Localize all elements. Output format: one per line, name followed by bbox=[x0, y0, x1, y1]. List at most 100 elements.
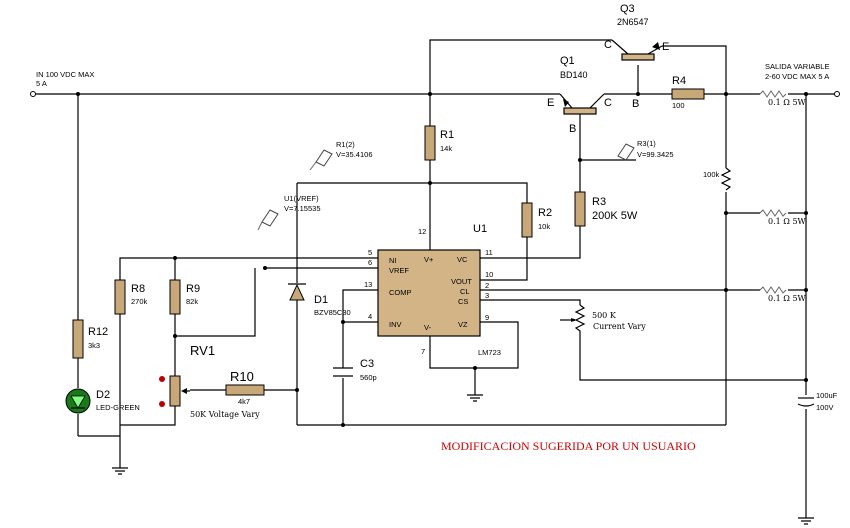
svg-text:C: C bbox=[604, 97, 612, 109]
svg-text:10: 10 bbox=[485, 270, 493, 279]
modification-note: MODIFICACION SUGERIDA POR UN USUARIO bbox=[441, 439, 696, 453]
shunt-resistor-1: 0.1 Ω 5W bbox=[759, 90, 807, 107]
svg-text:R12: R12 bbox=[88, 326, 108, 338]
wires bbox=[35, 39, 835, 518]
resistor-r4: R4 100 bbox=[671, 75, 705, 110]
ic-u1: U1 LM723 NI VREF COMP INV V+ V- VC VOUT … bbox=[363, 223, 501, 357]
ground-left bbox=[112, 467, 128, 475]
capacitor-c3: C3 560p bbox=[333, 358, 377, 382]
transistor-q1: Q1 BD140 E C B bbox=[547, 55, 612, 135]
svg-text:U1: U1 bbox=[473, 223, 487, 235]
svg-text:50K Voltage Vary: 50K Voltage Vary bbox=[190, 410, 260, 419]
svg-text:VC: VC bbox=[457, 255, 468, 264]
svg-text:0.1 Ω 5W: 0.1 Ω 5W bbox=[768, 98, 807, 107]
ground-lm723 bbox=[467, 394, 483, 402]
resistor-r12: R12 3k3 bbox=[72, 319, 108, 359]
current-potentiometer: 500 K Current Vary bbox=[571, 304, 646, 335]
svg-text:R1(2): R1(2) bbox=[336, 140, 355, 149]
svg-text:3k3: 3k3 bbox=[88, 341, 100, 350]
svg-text:B: B bbox=[569, 123, 576, 135]
zener-d1: D1 BZV85C30 bbox=[288, 283, 351, 317]
resistor-r9: R9 82k bbox=[169, 279, 200, 315]
svg-text:NI: NI bbox=[389, 256, 397, 265]
svg-text:V=35.4106: V=35.4106 bbox=[336, 150, 373, 159]
svg-text:13: 13 bbox=[364, 280, 372, 289]
svg-text:C: C bbox=[604, 39, 612, 51]
resistor-r10: R10 4k7 bbox=[225, 369, 265, 406]
svg-text:100k: 100k bbox=[703, 170, 720, 179]
svg-text:VZ: VZ bbox=[458, 320, 468, 329]
svg-text:R3(1): R3(1) bbox=[637, 139, 656, 148]
svg-text:V-: V- bbox=[424, 323, 432, 332]
svg-text:11: 11 bbox=[485, 248, 493, 257]
svg-text:U1(VREF): U1(VREF) bbox=[284, 194, 319, 203]
led-d2: D2 LED-GREEN bbox=[65, 388, 140, 414]
svg-text:D2: D2 bbox=[96, 389, 110, 401]
svg-text:R4: R4 bbox=[672, 75, 686, 87]
resistor-100k: 100k bbox=[703, 167, 732, 191]
svg-text:R8: R8 bbox=[131, 283, 145, 295]
svg-text:B: B bbox=[632, 98, 639, 110]
svg-text:6: 6 bbox=[368, 258, 372, 267]
svg-text:V=7.15535: V=7.15535 bbox=[284, 204, 321, 213]
svg-text:COMP: COMP bbox=[389, 288, 412, 297]
capacitor-output: 100uF 100V bbox=[797, 391, 838, 412]
svg-text:12: 12 bbox=[418, 227, 426, 236]
svg-text:E: E bbox=[662, 41, 669, 53]
svg-text:560p: 560p bbox=[360, 373, 377, 382]
shunt-resistor-2: 0.1 Ω 5W bbox=[759, 209, 807, 226]
svg-text:2-60 VDC MAX 5 A: 2-60 VDC MAX 5 A bbox=[765, 72, 829, 81]
svg-text:CS: CS bbox=[458, 297, 468, 306]
svg-text:R10: R10 bbox=[230, 369, 254, 384]
probe-r3-1: R3(1) V=99.3425 bbox=[617, 139, 674, 161]
resistor-r1: R1 14k bbox=[424, 125, 454, 161]
resistor-r2: R2 10k bbox=[521, 202, 552, 238]
svg-text:R3: R3 bbox=[592, 196, 606, 208]
resistor-r8: R8 270k bbox=[114, 279, 148, 315]
svg-text:R2: R2 bbox=[538, 207, 552, 219]
svg-text:V=99.3425: V=99.3425 bbox=[637, 150, 674, 159]
svg-text:100V: 100V bbox=[816, 403, 834, 412]
svg-text:5: 5 bbox=[368, 248, 372, 257]
svg-text:BD140: BD140 bbox=[560, 70, 588, 80]
svg-text:500 K: 500 K bbox=[592, 311, 617, 320]
svg-text:Q3: Q3 bbox=[620, 3, 635, 15]
input-terminal: IN 100 VDC MAX 5 A bbox=[30, 70, 94, 97]
svg-text:3: 3 bbox=[485, 291, 489, 300]
svg-text:200K 5W: 200K 5W bbox=[592, 210, 638, 222]
svg-text:C3: C3 bbox=[360, 358, 374, 370]
svg-text:INV: INV bbox=[389, 320, 402, 329]
output-terminal: SALIDA VARIABLE 2-60 VDC MAX 5 A bbox=[765, 62, 840, 97]
svg-text:V+: V+ bbox=[424, 255, 434, 264]
svg-text:82k: 82k bbox=[186, 297, 198, 306]
svg-text:LM723: LM723 bbox=[478, 348, 501, 357]
svg-text:2: 2 bbox=[485, 281, 489, 290]
svg-text:100uF: 100uF bbox=[816, 391, 838, 400]
svg-text:5 A: 5 A bbox=[36, 79, 47, 88]
svg-text:R1: R1 bbox=[440, 129, 454, 141]
junctions bbox=[76, 92, 808, 427]
svg-text:14k: 14k bbox=[440, 144, 452, 153]
probe-u1-vref: U1(VREF) V=7.15535 bbox=[257, 194, 321, 231]
svg-text:VREF: VREF bbox=[389, 266, 409, 275]
svg-text:4: 4 bbox=[368, 312, 372, 321]
svg-text:CL: CL bbox=[460, 287, 470, 296]
svg-text:IN 100 VDC MAX: IN 100 VDC MAX bbox=[36, 70, 94, 79]
svg-text:SALIDA VARIABLE: SALIDA VARIABLE bbox=[765, 62, 829, 71]
svg-text:270k: 270k bbox=[131, 297, 148, 306]
svg-text:Q1: Q1 bbox=[560, 55, 575, 67]
svg-text:2N6547: 2N6547 bbox=[617, 17, 649, 27]
svg-text:BZV85C30: BZV85C30 bbox=[314, 308, 351, 317]
transistor-q3: Q3 2N6547 C E B bbox=[604, 3, 669, 110]
svg-text:RV1: RV1 bbox=[190, 343, 215, 358]
svg-text:0.1 Ω 5W: 0.1 Ω 5W bbox=[768, 217, 807, 226]
potentiometer-rv1: RV1 50K Voltage Vary bbox=[159, 343, 260, 419]
svg-text:9: 9 bbox=[485, 313, 489, 322]
svg-text:10k: 10k bbox=[538, 222, 550, 231]
svg-text:E: E bbox=[547, 97, 554, 109]
svg-text:Current Vary: Current Vary bbox=[593, 322, 646, 331]
svg-text:4k7: 4k7 bbox=[238, 397, 250, 406]
svg-text:0.1 Ω 5W: 0.1 Ω 5W bbox=[768, 294, 807, 303]
svg-text:D1: D1 bbox=[314, 294, 328, 306]
